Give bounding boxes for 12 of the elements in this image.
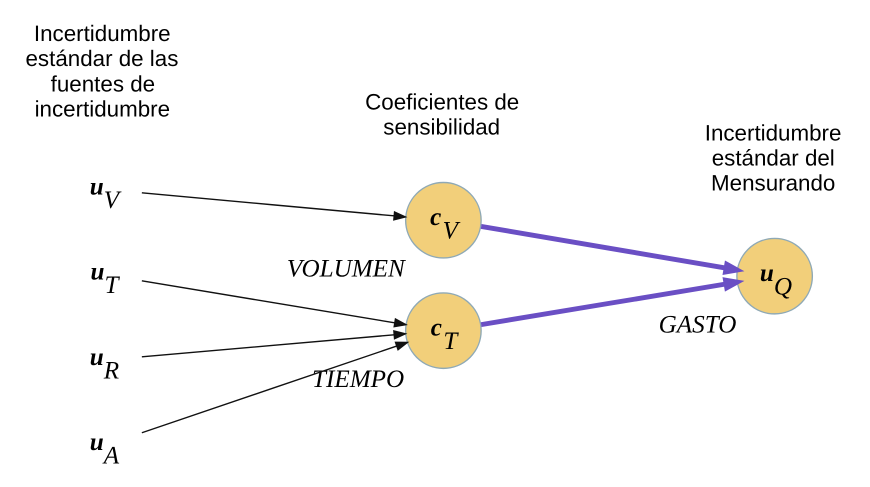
node-label: VOLUMEN bbox=[286, 255, 405, 282]
arrow bbox=[142, 192, 408, 220]
label: Coeficientes de sensibilidad bbox=[365, 89, 520, 140]
node-label: TIEMPO bbox=[312, 366, 404, 393]
arrow bbox=[142, 330, 408, 357]
label: Incertidumbre estándar de las fuentes de incertidumbre bbox=[26, 20, 178, 122]
arrow bbox=[142, 341, 410, 433]
node-label: GASTO bbox=[658, 311, 736, 338]
arrow bbox=[142, 280, 408, 328]
label: Incertidumbre estándar del Mensurando bbox=[704, 120, 842, 196]
arrow bbox=[480, 224, 744, 274]
arrow bbox=[480, 276, 744, 327]
